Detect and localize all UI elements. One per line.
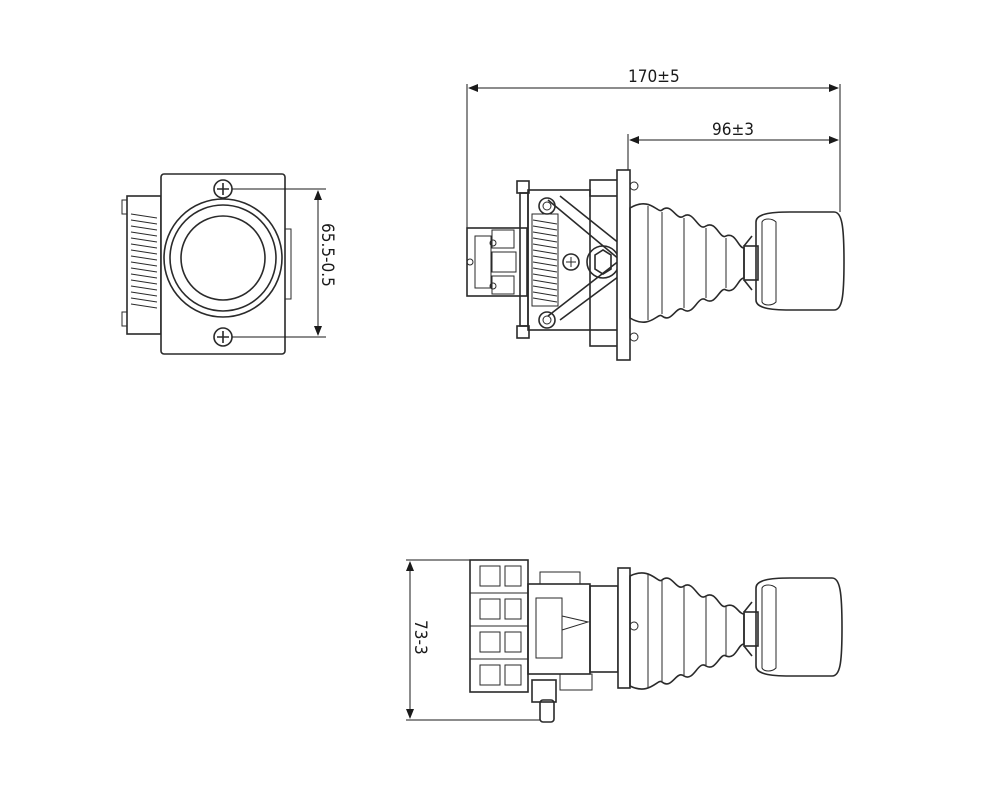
bottom-view: 73-3 <box>406 559 843 723</box>
mount-spacing-label: 65.5-0.5 <box>317 223 337 287</box>
side-view: 170±5 96±3 <box>466 67 845 361</box>
bellows-boot <box>629 203 745 323</box>
handle-length-label: 96±3 <box>712 120 754 140</box>
height-label: 73-3 <box>410 620 430 655</box>
spring-coil <box>130 213 158 309</box>
side-spring-coil <box>531 213 559 307</box>
overall-length-label: 170±5 <box>628 67 680 87</box>
front-view: 65.5-0.5 <box>121 173 337 355</box>
